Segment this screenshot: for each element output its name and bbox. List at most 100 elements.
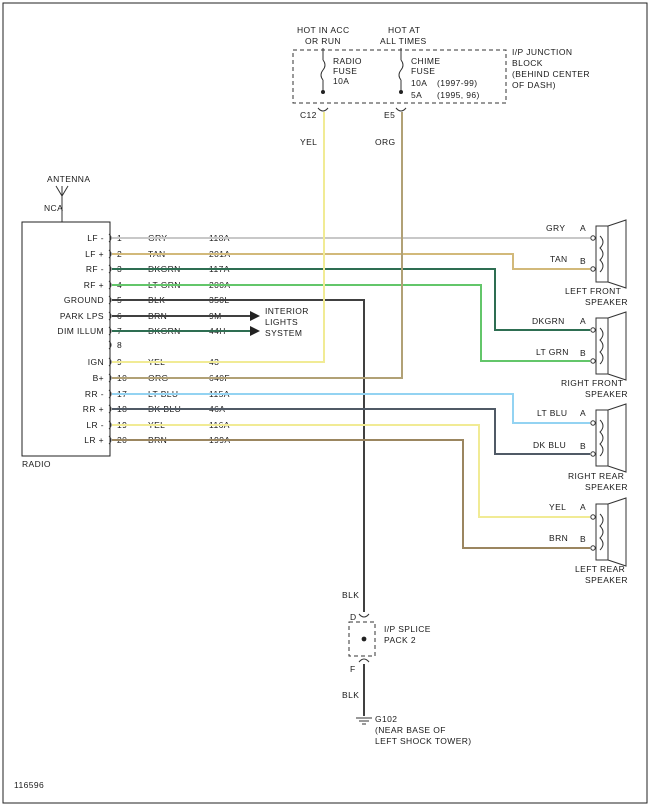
radio-pin-connector (108, 295, 112, 305)
ground-g102-label: G102 (375, 714, 397, 724)
wire-yel-ign (112, 112, 325, 363)
radio-pin-name: RF + (84, 280, 104, 290)
wire-blk-ground (112, 299, 365, 612)
radio-pin-name: LF - (87, 233, 104, 243)
speaker-label: RIGHT REAR (568, 471, 624, 481)
radio-fuse-label: RADIO (333, 56, 362, 66)
all-times-label: ALL TIMES (380, 36, 427, 46)
speaker-wire-label: BRN (549, 533, 568, 543)
speaker-icon (595, 403, 627, 473)
speaker-pin-label: B (580, 256, 586, 266)
ip-junction-block: HOT IN ACC OR RUN HOT AT ALL TIMES RADIO… (292, 25, 589, 147)
chime-fuse-years-1: (1997-99) (437, 78, 477, 88)
speaker-label-2: SPEAKER (585, 482, 628, 492)
connector-c12-label: C12 (300, 110, 317, 120)
speaker-wire-label: TAN (550, 254, 568, 264)
wire-ltblu-rr-minus (112, 393, 590, 424)
speaker-label: RIGHT FRONT (561, 378, 623, 388)
radio-pin-connector (108, 389, 112, 399)
wire-dkgrn-rf-minus (112, 268, 590, 331)
speaker-pin-label: A (580, 502, 586, 512)
radio-pin-name: LF + (85, 249, 104, 259)
speaker-icon (595, 219, 627, 289)
radio-pin-name: B+ (93, 373, 104, 383)
junction-block-outline (292, 49, 507, 104)
wire-blk-label: BLK (342, 690, 359, 700)
radio-pin-connector (108, 357, 112, 367)
radio-unit (21, 221, 111, 457)
speaker-wire-label: LT GRN (536, 347, 569, 357)
connector-c12-symbol (317, 107, 329, 112)
interior-lights-label-3: SYSTEM (265, 328, 302, 338)
connector-e5-label: E5 (384, 110, 395, 120)
interior-lights-label-2: LIGHTS (265, 317, 298, 327)
splice-pack-label-2: PACK 2 (384, 635, 416, 645)
speaker-left-rear: YEL BRN A B LEFT REAR SPEAKER (549, 497, 628, 585)
hot-at-label: HOT AT (388, 25, 420, 35)
hot-in-acc-label: HOT IN ACC (297, 25, 350, 35)
speaker-wire-label: YEL (549, 502, 566, 512)
radio-pin-name: LR + (84, 435, 104, 445)
speaker-wire-label: DK BLU (533, 440, 566, 450)
speaker-right-rear: LT BLU DK BLU A B RIGHT REAR SPEAKER (533, 403, 628, 492)
radio-pin-number: 8 (117, 340, 122, 350)
ground-location-label-2: LEFT SHOCK TOWER) (375, 736, 472, 746)
junction-block-label-2: BLOCK (512, 58, 543, 68)
wire-dkblu-rr-plus (112, 408, 590, 455)
speaker-pin-label: B (580, 534, 586, 544)
speaker-left-front: GRY TAN A B LEFT FRONT SPEAKER (546, 219, 628, 307)
chime-fuse-symbol (398, 59, 404, 81)
wire-blk-label: BLK (342, 590, 359, 600)
radio-pin-connector (108, 373, 112, 383)
antenna-nca-label: NCA (44, 203, 63, 213)
ground-location-label: (NEAR BASE OF (375, 725, 446, 735)
radio-pin-connector (108, 249, 112, 259)
radio-label: RADIO (22, 459, 51, 469)
radio-pin-connector (108, 311, 112, 321)
splice-pin-d-label: D (350, 612, 357, 622)
radio-fuse-label-2: FUSE (333, 66, 357, 76)
radio-pin-connector (108, 420, 112, 430)
radio-pin-name: LR - (86, 420, 104, 430)
radio-fuse-symbol (320, 59, 326, 81)
speaker-pin-label: A (580, 408, 586, 418)
speaker-icon (595, 497, 627, 567)
chime-fuse-label-2: FUSE (411, 66, 435, 76)
wires (112, 112, 590, 716)
wire-tan-lf-plus (112, 253, 590, 270)
splice-pack-label: I/P SPLICE (384, 624, 431, 634)
or-run-label: OR RUN (305, 36, 341, 46)
chime-fuse-rating-1: 10A (411, 78, 427, 88)
speaker-wire-label: LT BLU (537, 408, 567, 418)
wire-yel-label: YEL (300, 137, 317, 147)
chime-fuse-label: CHIME (411, 56, 440, 66)
radio-pin-connector (108, 233, 112, 243)
radio-pin-connector (108, 264, 112, 274)
wire-yel-lr-minus (112, 424, 590, 518)
chime-fuse-years-2: (1995, 96) (437, 90, 480, 100)
wire-ltgrn-rf-plus (112, 284, 590, 362)
speaker-right-front: DKGRN LT GRN A B RIGHT FRONT SPEAKER (532, 311, 628, 399)
radio-pin-name: RR - (85, 389, 104, 399)
antenna: ANTENNA NCA (44, 174, 90, 222)
radio-pin-name: RF - (86, 264, 104, 274)
radio-pin-connector (108, 404, 112, 414)
radio-pin-connector (108, 435, 112, 445)
arrow-icon (250, 311, 260, 321)
speaker-pin-label: A (580, 223, 586, 233)
ground-path: BLK D F I/P SPLICE PACK 2 BLK G102 (NEAR… (342, 590, 472, 746)
radio-pin-connector (108, 340, 112, 350)
speaker-label: LEFT FRONT (565, 286, 621, 296)
splice-pack-outline (348, 621, 376, 657)
speaker-pin-label: B (580, 441, 586, 451)
speaker-label-2: SPEAKER (585, 575, 628, 585)
interior-lights-label: INTERIOR (265, 306, 309, 316)
antenna-label: ANTENNA (47, 174, 90, 184)
junction-block-label-4: OF DASH) (512, 80, 556, 90)
speaker-icon (595, 311, 627, 381)
speaker-wire-label: DKGRN (532, 316, 565, 326)
junction-block-label: I/P JUNCTION (512, 47, 572, 57)
